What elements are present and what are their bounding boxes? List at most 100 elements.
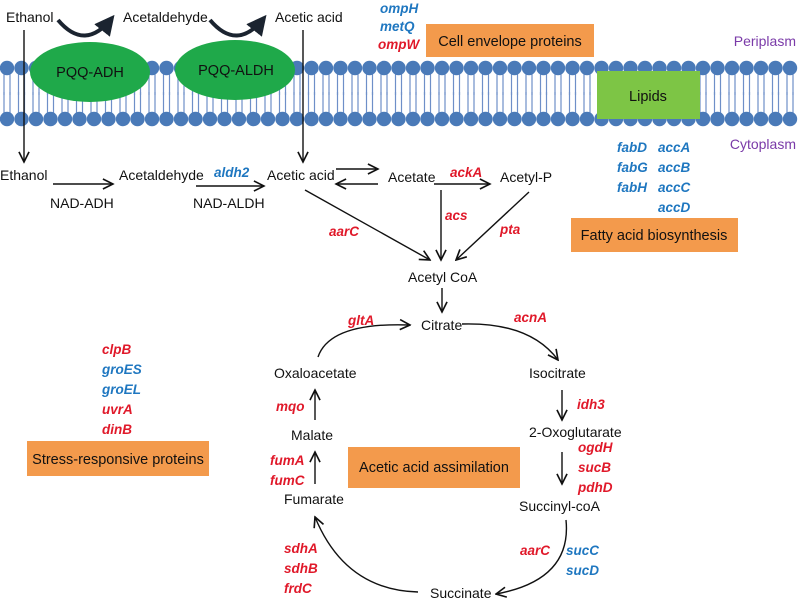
lipid-head (478, 111, 493, 127)
gene-sucC: sucC (566, 543, 599, 558)
lipid-head (739, 111, 754, 127)
gene-ompH: ompH (380, 1, 418, 16)
metabolite-ethanol: Ethanol (0, 167, 47, 183)
gene-sdhB: sdhB (284, 561, 318, 576)
lipid-head (159, 111, 174, 127)
gene-ompW: ompW (378, 37, 420, 52)
gene-acnA: acnA (514, 310, 547, 325)
gene-ogdH: ogdH (578, 440, 613, 455)
gene-fabH: fabH (617, 180, 647, 195)
metabolite-succinyl-coa: Succinyl-coA (519, 498, 601, 514)
lipid-head (579, 111, 595, 127)
metabolite-acetate: Acetate (388, 169, 436, 185)
oxaloacetate-to-citrate-arrow (317, 325, 410, 358)
gene-accA: accA (658, 140, 690, 155)
lipid-head (492, 111, 508, 127)
periplasm-label: Periplasm (734, 33, 796, 49)
metabolite-citrate: Citrate (421, 317, 462, 333)
lipid-head (72, 111, 87, 127)
gene-pta: pta (499, 222, 521, 237)
fatty-acid-genes: fabD fabG fabH accA accB accC accD (617, 140, 691, 215)
lipid-head (362, 111, 377, 127)
cytoplasm-label: Cytoplasm (730, 136, 796, 152)
lipid-head (173, 111, 189, 127)
cell-envelope-label: Cell envelope proteins (438, 34, 581, 50)
lipid-head (420, 111, 435, 127)
metabolite-succinate: Succinate (430, 585, 492, 600)
lipid-head (492, 60, 508, 76)
lipid-head (724, 60, 740, 76)
lipid-head (768, 111, 783, 127)
lipid-head (217, 111, 232, 127)
stress-label: Stress-responsive proteins (32, 452, 204, 468)
lipid-head (202, 111, 218, 127)
gene-fabD: fabD (617, 140, 647, 155)
lipid-head (536, 60, 551, 76)
lipid-head (550, 111, 566, 127)
fatty-acid-label: Fatty acid biosynthesis (581, 228, 728, 244)
gene-uvrA: uvrA (102, 402, 133, 417)
gene-aarC-top: aarC (329, 224, 359, 239)
gene-aarC-tca: aarC (520, 543, 550, 558)
lipid-head (782, 111, 798, 127)
gene-sdhA: sdhA (284, 541, 318, 556)
pqq-adh-conversion-arrow (56, 14, 115, 38)
lipid-head (391, 60, 406, 76)
pqq-aldh-label: PQQ-ALDH (198, 63, 274, 79)
metabolite-fumarate: Fumarate (284, 491, 344, 507)
gene-frdC: frdC (284, 581, 312, 596)
gene-accD: accD (658, 200, 691, 215)
acetic-acid-to-acetyl-coa-arrow (304, 189, 430, 260)
periplasm-acetaldehyde: Acetaldehyde (123, 9, 208, 25)
lipid-head (333, 111, 348, 127)
lipid-head (318, 60, 334, 76)
lipid-head (420, 60, 435, 76)
lipid-head (0, 111, 15, 127)
stress-genes: clpB groES groEL uvrA dinB (101, 342, 142, 437)
periplasm-ethanol: Ethanol (6, 9, 53, 25)
lipid-head (101, 111, 116, 127)
gene-sucD: sucD (566, 563, 599, 578)
gene-aldh2: aldh2 (214, 165, 250, 180)
gene-clpB: clpB (102, 342, 132, 357)
lipid-head (347, 60, 363, 76)
lipid-head (405, 60, 421, 76)
gene-acs: acs (445, 208, 468, 223)
metabolite-acetic-acid: Acetic acid (267, 167, 335, 183)
metabolite-oxoglutarate: 2-Oxoglutarate (529, 424, 622, 440)
lipid-head (753, 111, 769, 127)
gene-accB: accB (658, 160, 691, 175)
lipid-head (434, 111, 450, 127)
lipid-head (231, 111, 247, 127)
lipid-head (115, 111, 131, 127)
gene-fumA: fumA (270, 453, 305, 468)
lipid-head (550, 60, 566, 76)
lipid-head (434, 60, 450, 76)
citrate-to-isocitrate-arrow (461, 323, 558, 360)
stress-box: Stress-responsive proteins (27, 441, 209, 476)
lipid-head (739, 60, 754, 76)
nad-aldh-label: NAD-ALDH (193, 195, 265, 211)
gene-groES: groES (101, 362, 142, 377)
cell-envelope-box: Cell envelope proteins (426, 24, 594, 57)
lipid-head (14, 60, 29, 76)
lipid-head (710, 60, 725, 76)
metabolite-isocitrate: Isocitrate (529, 365, 586, 381)
lipid-head (14, 111, 29, 127)
gene-accC: accC (658, 180, 691, 195)
metabolite-acetyl-p: Acetyl-P (500, 169, 552, 185)
assimilation-label: Acetic acid assimilation (359, 460, 509, 476)
gene-gltA: gltA (347, 313, 374, 328)
succinyl-coa-to-succinate-arrow (496, 519, 568, 594)
lipid-head (57, 111, 73, 127)
lipid-head (28, 111, 44, 127)
lipids-label: Lipids (629, 89, 667, 105)
acetyl-p-to-acetyl-coa-arrow (456, 191, 530, 260)
lipids-box: Lipids (597, 71, 700, 119)
lipid-head (159, 60, 174, 76)
gene-idh3: idh3 (577, 397, 605, 412)
lipid-head (391, 111, 406, 127)
nad-adh-label: NAD-ADH (50, 195, 114, 211)
succinate-to-fumarate-arrow (315, 517, 419, 593)
